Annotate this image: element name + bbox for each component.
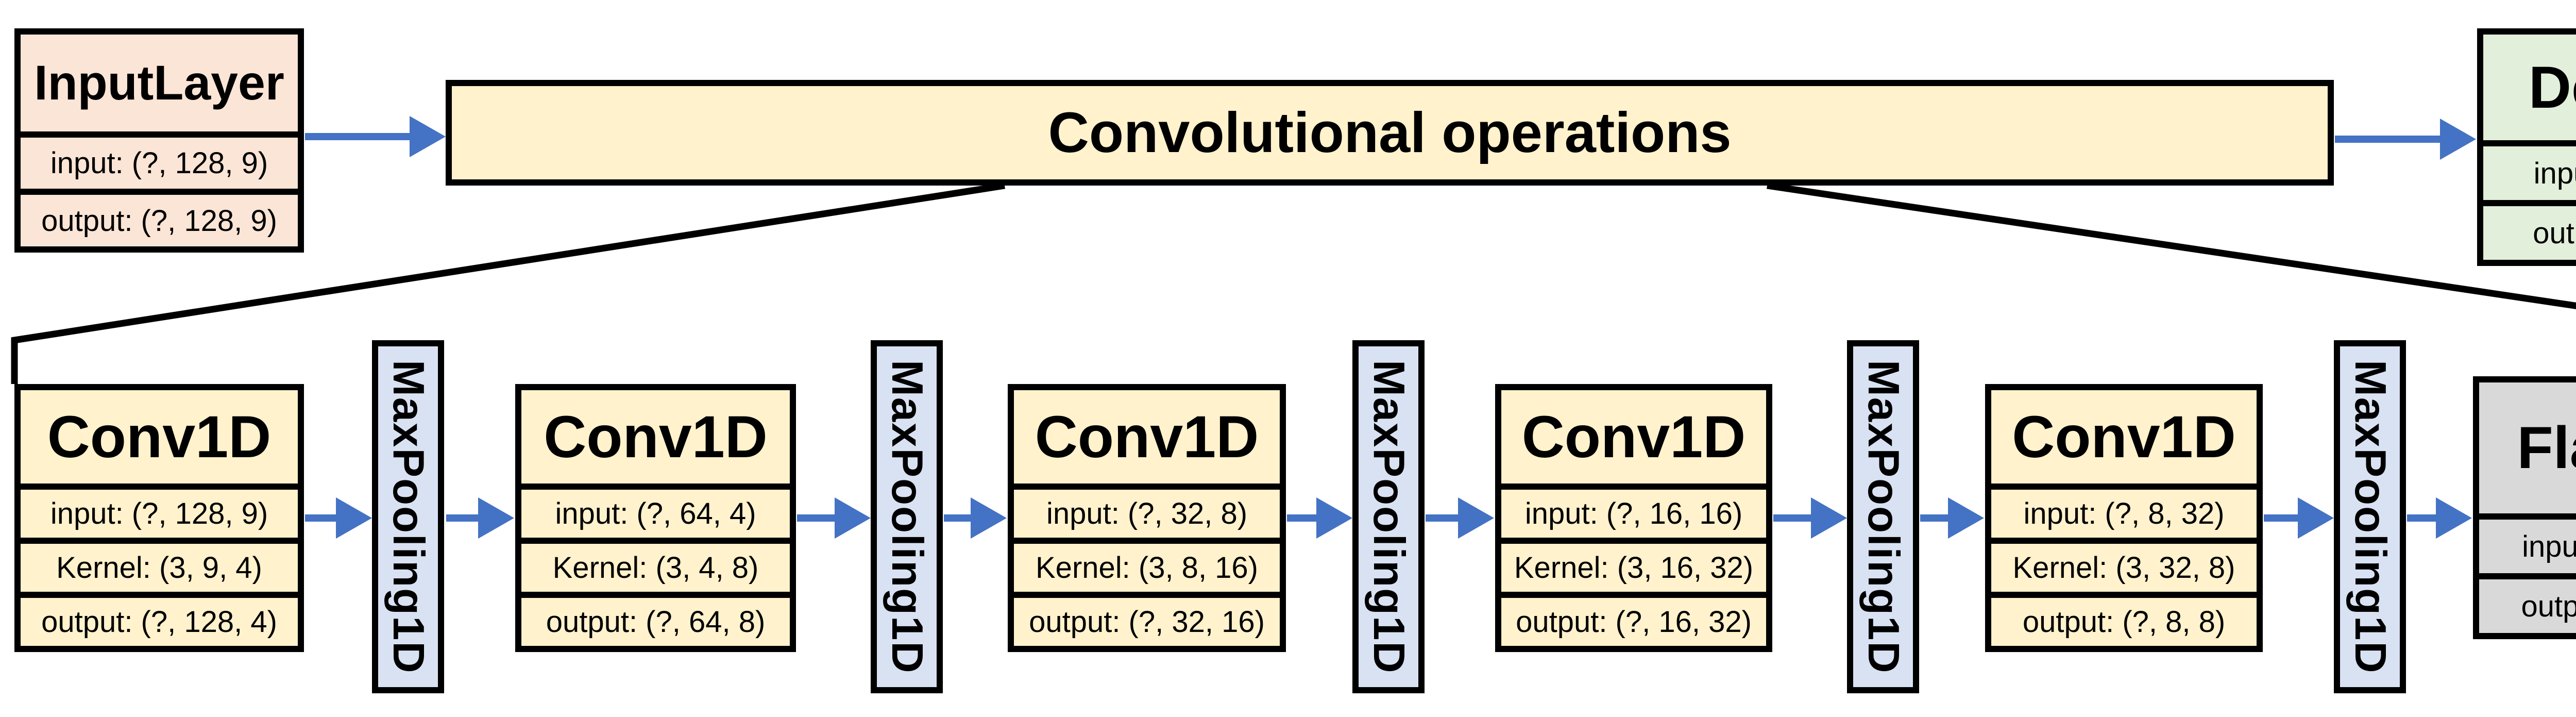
- layer-title: Conv1D: [544, 404, 768, 470]
- arrow-conv2-to-pool2: [797, 497, 871, 539]
- output-shape-row: output: (?, 32, 16): [1014, 592, 1280, 646]
- output-shape-row: output: (?, 6): [2483, 200, 2576, 260]
- input-shape-row: input: (?, 128, 9): [21, 131, 298, 189]
- node-conv1d-5: Conv1D input: (?, 8, 32) Kernel: (3, 32,…: [1985, 384, 2263, 652]
- arrow-pool5-to-flatten: [2407, 497, 2472, 539]
- node-maxpooling1d-4: MaxPooling1D: [1847, 340, 1919, 693]
- layer-title: MaxPooling1D: [883, 359, 931, 674]
- layer-title: MaxPooling1D: [1859, 359, 1908, 674]
- arrow-conv3-to-pool3: [1287, 497, 1352, 539]
- input-shape-row: input: (?, 16, 16): [1501, 483, 1766, 538]
- arrow-pool3-to-conv4: [1426, 497, 1494, 539]
- output-shape-row: output: (?, 8, 8): [1991, 592, 2257, 646]
- node-maxpooling1d-2: MaxPooling1D: [871, 340, 943, 693]
- layer-title: Convolutional operations: [1048, 101, 1732, 164]
- layer-title: Conv1D: [1521, 404, 1746, 470]
- kernel-shape-row: Kernel: (3, 16, 32): [1501, 538, 1766, 592]
- arrow-conv4-to-pool4: [1773, 497, 1847, 539]
- node-flatten: Flatten input: (?, 4, 8) output: (?, 32): [2473, 376, 2576, 639]
- input-shape-row: input: (?, 32): [2483, 140, 2576, 200]
- arrow-pool4-to-conv5: [1920, 497, 1984, 539]
- node-convolutional-operations: Convolutional operations: [446, 80, 2334, 186]
- layer-title: MaxPooling1D: [384, 359, 433, 674]
- node-conv1d-1: Conv1D input: (?, 128, 9) Kernel: (3, 9,…: [14, 384, 304, 652]
- kernel-shape-row: Kernel: (3, 4, 8): [521, 538, 790, 592]
- node-maxpooling1d-1: MaxPooling1D: [372, 340, 444, 693]
- node-conv1d-4: Conv1D input: (?, 16, 16) Kernel: (3, 16…: [1495, 384, 1772, 652]
- output-shape-row: output: (?, 16, 32): [1501, 592, 1766, 646]
- layer-title: MaxPooling1D: [1364, 359, 1413, 674]
- output-shape-row: output: (?, 128, 4): [21, 592, 298, 646]
- arrow-conv5-to-pool5: [2264, 497, 2334, 539]
- input-shape-row: input: (?, 32, 8): [1014, 483, 1280, 538]
- arrow-convops-to-dense: [2335, 119, 2476, 160]
- output-shape-row: output: (?, 128, 9): [21, 189, 298, 246]
- layer-title: Flatten: [2517, 415, 2576, 481]
- output-shape-row: output: (?, 64, 8): [521, 592, 790, 646]
- output-shape-row: output: (?, 32): [2479, 573, 2576, 633]
- layer-title: Conv1D: [2012, 404, 2236, 470]
- input-shape-row: input: (?, 4, 8): [2479, 513, 2576, 573]
- node-dense: Dense input: (?, 32) output: (?, 6): [2477, 28, 2576, 266]
- arrow-inputlayer-to-convops: [305, 116, 446, 157]
- layer-title: Conv1D: [1035, 404, 1259, 470]
- node-maxpooling1d-3: MaxPooling1D: [1352, 340, 1425, 693]
- layer-title: MaxPooling1D: [2346, 359, 2395, 674]
- node-conv1d-2: Conv1D input: (?, 64, 4) Kernel: (3, 4, …: [515, 384, 796, 652]
- node-maxpooling1d-5: MaxPooling1D: [2334, 340, 2406, 693]
- arrow-pool1-to-conv2: [446, 497, 514, 539]
- arrow-pool2-to-conv3: [944, 497, 1007, 539]
- arrow-conv1-to-pool1: [305, 497, 372, 539]
- input-shape-row: input: (?, 64, 4): [521, 483, 790, 538]
- input-shape-row: input: (?, 128, 9): [21, 483, 298, 538]
- node-conv1d-3: Conv1D input: (?, 32, 8) Kernel: (3, 8, …: [1008, 384, 1286, 652]
- kernel-shape-row: Kernel: (3, 8, 16): [1014, 538, 1280, 592]
- input-shape-row: input: (?, 8, 32): [1991, 483, 2257, 538]
- layer-title: Conv1D: [47, 404, 272, 470]
- node-input-layer: InputLayer input: (?, 128, 9) output: (?…: [14, 28, 304, 253]
- layer-title: Dense: [2528, 54, 2576, 121]
- layer-title: InputLayer: [34, 55, 284, 110]
- kernel-shape-row: Kernel: (3, 9, 4): [21, 538, 298, 592]
- kernel-shape-row: Kernel: (3, 32, 8): [1991, 538, 2257, 592]
